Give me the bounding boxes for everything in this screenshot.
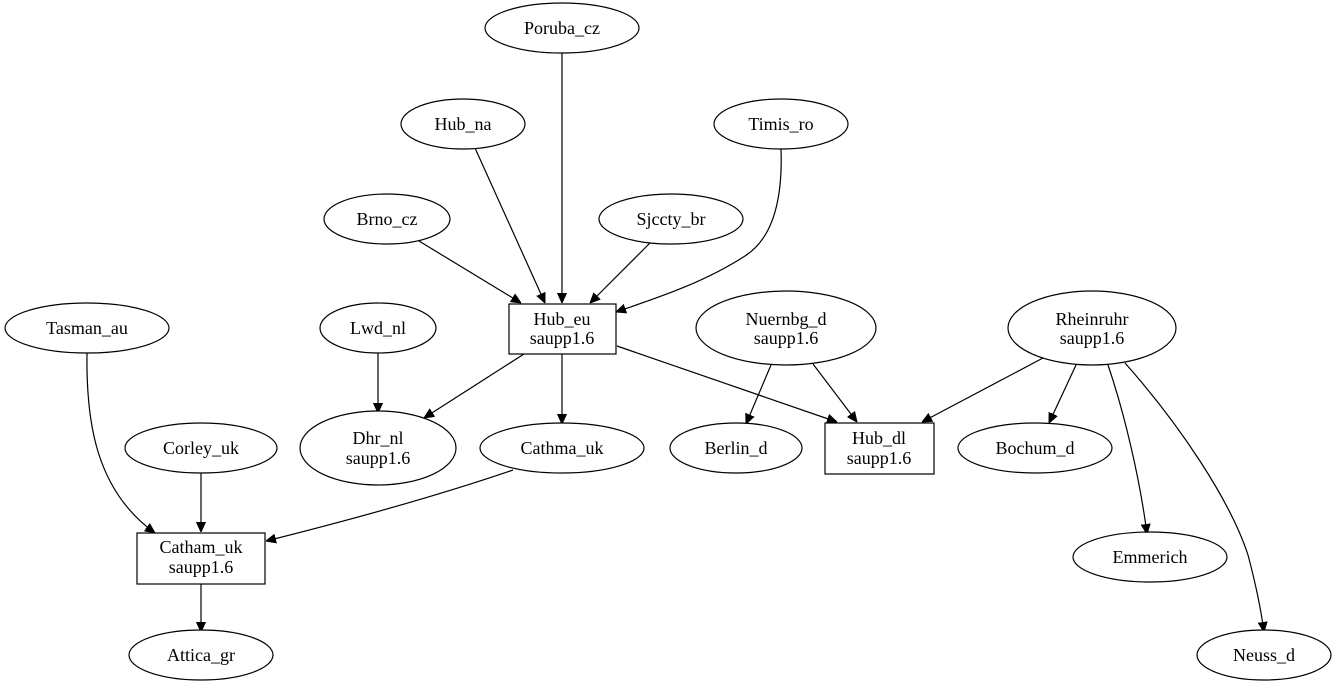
edge-nuernbg_d-hub_dl <box>812 363 857 422</box>
edge-hub_eu-dhr_nl <box>424 353 525 418</box>
edge-tasman_au-catham_uk <box>86 352 155 533</box>
node-sublabel: saupp1.6 <box>847 448 912 468</box>
node-label: Timis_ro <box>748 114 813 134</box>
node-rheinruhr[interactable]: Rheinruhr saupp1.6 <box>1007 290 1177 366</box>
node-label: Catham_uk <box>160 537 243 557</box>
node-lwd_nl[interactable]: Lwd_nl <box>319 302 437 354</box>
node-label: Brno_cz <box>357 209 418 229</box>
node-sublabel: saupp1.6 <box>754 328 819 348</box>
node-sublabel: saupp1.6 <box>530 328 595 348</box>
node-sjccty_br[interactable]: Sjccty_br <box>598 193 744 245</box>
node-label: Berlin_d <box>705 438 768 458</box>
edge-hub_eu-hub_dl <box>616 345 837 422</box>
node-timis_ro[interactable]: Timis_ro <box>713 98 849 150</box>
node-label: Neuss_d <box>1233 645 1295 665</box>
nodes: Poruba_cz Hub_na Timis_ro Brno_cz Sjccty… <box>4 2 1332 681</box>
node-sublabel: saupp1.6 <box>346 448 411 468</box>
node-dhr_nl[interactable]: Dhr_nl saupp1.6 <box>299 410 457 486</box>
edge-rheinruhr-neuss_d <box>1124 362 1264 632</box>
edge-rheinruhr-emmerich <box>1107 364 1147 534</box>
node-label: Corley_uk <box>163 438 239 458</box>
node-label: Rheinruhr <box>1056 309 1129 329</box>
edge-brno_cz-hub_eu <box>418 240 521 303</box>
node-label: Sjccty_br <box>637 209 706 229</box>
node-label: Nuernbg_d <box>746 309 827 329</box>
node-hub_na[interactable]: Hub_na <box>400 98 526 150</box>
node-label: Bochum_d <box>996 438 1075 458</box>
node-sublabel: saupp1.6 <box>1060 328 1125 348</box>
node-emmerich[interactable]: Emmerich <box>1072 531 1228 583</box>
node-tasman_au[interactable]: Tasman_au <box>4 302 170 354</box>
node-label: Hub_na <box>435 114 492 134</box>
node-label: Cathma_uk <box>521 438 604 458</box>
node-hub_eu[interactable]: Hub_eu saupp1.6 <box>508 303 617 355</box>
node-label: Hub_dl <box>852 428 906 448</box>
edge-rheinruhr-bochum_d <box>1048 364 1077 423</box>
node-sublabel: saupp1.6 <box>169 557 234 577</box>
node-neuss_d[interactable]: Neuss_d <box>1196 629 1332 681</box>
node-corley_uk[interactable]: Corley_uk <box>124 422 278 474</box>
node-poruba_cz[interactable]: Poruba_cz <box>484 2 640 54</box>
node-label: Attica_gr <box>167 645 235 665</box>
node-label: Lwd_nl <box>350 318 406 338</box>
node-hub_dl[interactable]: Hub_dl saupp1.6 <box>824 422 935 475</box>
edge-timis_ro-hub_eu <box>616 148 782 312</box>
node-label: Dhr_nl <box>353 428 404 448</box>
node-attica_gr[interactable]: Attica_gr <box>128 629 274 681</box>
node-brno_cz[interactable]: Brno_cz <box>323 193 451 245</box>
node-bochum_d[interactable]: Bochum_d <box>957 422 1113 474</box>
edge-cathma_uk-catham_uk <box>266 469 514 541</box>
node-catham_uk[interactable]: Catham_uk saupp1.6 <box>136 532 266 585</box>
node-berlin_d[interactable]: Berlin_d <box>669 422 803 474</box>
node-nuernbg_d[interactable]: Nuernbg_d saupp1.6 <box>695 290 877 366</box>
node-label: Hub_eu <box>534 309 591 329</box>
edges <box>86 53 1264 632</box>
node-label: Emmerich <box>1113 547 1188 567</box>
edge-nuernbg_d-berlin_d <box>746 364 772 424</box>
node-cathma_uk[interactable]: Cathma_uk <box>479 422 645 474</box>
node-label: Poruba_cz <box>524 18 600 38</box>
edge-hub_na-hub_eu <box>474 147 546 303</box>
edge-sjccty_br-hub_eu <box>590 242 651 303</box>
node-label: Tasman_au <box>46 318 128 338</box>
edge-rheinruhr-hub_dl <box>922 357 1044 422</box>
